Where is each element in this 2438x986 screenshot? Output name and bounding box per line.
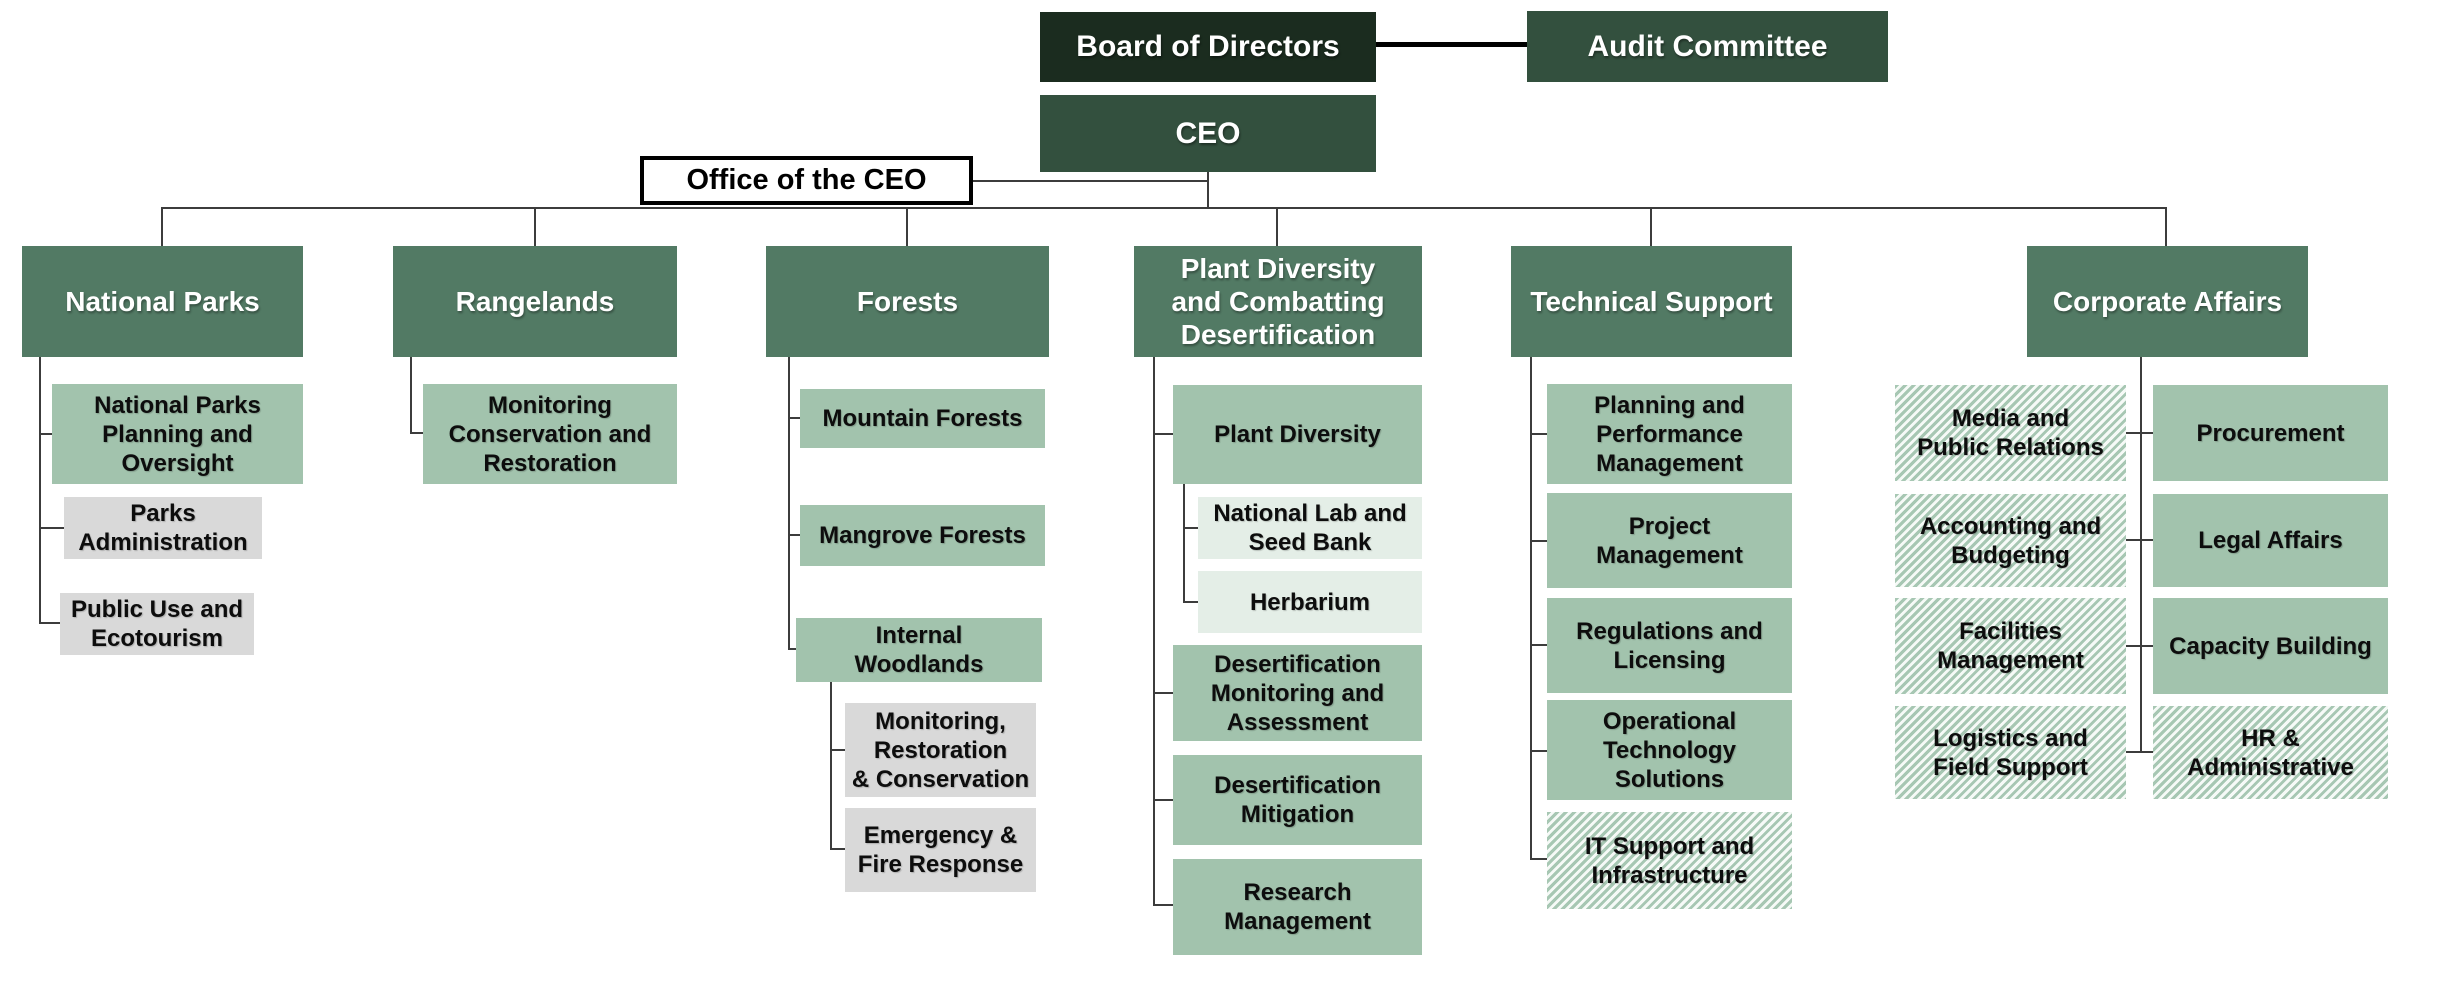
org-node-logistics-field-support: Logistics and Field Support bbox=[1895, 706, 2126, 799]
connector-pd-sub-vertical bbox=[1183, 484, 1185, 603]
org-node-parks-administration: Parks Administration bbox=[64, 497, 262, 559]
org-node-forests: Forests bbox=[766, 246, 1049, 357]
connector-fo-sub-tick-1 bbox=[830, 749, 845, 751]
connector-pd-sub-tick-1 bbox=[1183, 527, 1198, 529]
org-node-plant-diversity-dept: Plant Diversity and Combatting Desertifi… bbox=[1134, 246, 1422, 357]
connector-ca-tick-4 bbox=[2126, 751, 2153, 753]
org-node-research-management: Research Management bbox=[1173, 859, 1422, 955]
connector-fo-tick-1 bbox=[788, 417, 800, 419]
org-node-monitoring-conservation-restoration: Monitoring Conservation and Restoration bbox=[423, 384, 677, 484]
connector-ceo-drop bbox=[1207, 172, 1209, 208]
org-node-corporate-affairs: Corporate Affairs bbox=[2027, 246, 2308, 357]
org-node-desertification-mitigation: Desertification Mitigation bbox=[1173, 755, 1422, 845]
org-node-media-public-relations: Media and Public Relations bbox=[1895, 385, 2126, 481]
org-node-national-lab-seed-bank: National Lab and Seed Bank bbox=[1198, 497, 1422, 559]
connector-np-tick-2 bbox=[39, 527, 64, 529]
connector-ts-tick-1 bbox=[1530, 433, 1547, 435]
org-node-legal-affairs: Legal Affairs bbox=[2153, 494, 2388, 587]
connector-ts-tick-5 bbox=[1530, 858, 1547, 860]
connector-ca-tick-2 bbox=[2126, 539, 2153, 541]
org-node-hr-administrative: HR & Administrative bbox=[2153, 706, 2388, 799]
connector-np-tick-3 bbox=[39, 622, 60, 624]
connector-fo-sub-tick-2 bbox=[830, 848, 845, 850]
connector-board-audit bbox=[1376, 42, 1527, 47]
org-node-herbarium: Herbarium bbox=[1198, 571, 1422, 633]
connector-fo-tick-2 bbox=[788, 534, 800, 536]
org-node-desertification-monitoring-assessment: Desertification Monitoring and Assessmen… bbox=[1173, 645, 1422, 741]
org-node-accounting-budgeting: Accounting and Budgeting bbox=[1895, 494, 2126, 587]
connector-rl-tick-1 bbox=[410, 432, 423, 434]
connector-pd-sub-tick-2 bbox=[1183, 601, 1198, 603]
org-node-np-planning-oversight: National Parks Planning and Oversight bbox=[52, 384, 303, 484]
connector-fo-vertical bbox=[788, 357, 790, 650]
connector-pd-vertical bbox=[1153, 357, 1155, 906]
org-node-national-parks: National Parks bbox=[22, 246, 303, 357]
org-node-mangrove-forests: Mangrove Forests bbox=[800, 505, 1045, 566]
connector-main-rail bbox=[161, 207, 2167, 209]
connector-fo-tick-3 bbox=[788, 648, 796, 650]
connector-rl-vertical bbox=[410, 357, 412, 434]
connector-pd-tick-1 bbox=[1153, 433, 1173, 435]
org-node-rangelands: Rangelands bbox=[393, 246, 677, 357]
connector-drop-corporate-affairs bbox=[2165, 207, 2167, 246]
org-node-procurement: Procurement bbox=[2153, 385, 2388, 481]
org-node-ceo: CEO bbox=[1040, 95, 1376, 172]
connector-np-tick-1 bbox=[39, 433, 52, 435]
org-node-plant-diversity-unit: Plant Diversity bbox=[1173, 385, 1422, 484]
connector-ts-tick-4 bbox=[1530, 750, 1547, 752]
org-node-audit-committee: Audit Committee bbox=[1527, 11, 1888, 82]
org-node-internal-woodlands: Internal Woodlands bbox=[796, 618, 1042, 682]
org-node-emergency-fire-response: Emergency & Fire Response bbox=[845, 808, 1036, 892]
org-node-it-support-infrastructure: IT Support and Infrastructure bbox=[1547, 812, 1792, 909]
org-node-capacity-building: Capacity Building bbox=[2153, 598, 2388, 694]
connector-pd-tick-2 bbox=[1153, 692, 1173, 694]
connector-ts-tick-3 bbox=[1530, 644, 1547, 646]
connector-ca-tick-3 bbox=[2126, 645, 2153, 647]
org-node-office-of-the-ceo: Office of the CEO bbox=[640, 156, 973, 205]
connector-office-link bbox=[973, 180, 1209, 182]
connector-ts-vertical bbox=[1530, 357, 1532, 860]
connector-ca-tick-1 bbox=[2126, 432, 2153, 434]
org-node-monitoring-restoration-conservation: Monitoring, Restoration & Conservation bbox=[845, 703, 1036, 797]
org-node-planning-performance-management: Planning and Performance Management bbox=[1547, 384, 1792, 484]
connector-fo-sub-vertical bbox=[830, 682, 832, 850]
org-node-facilities-management: Facilities Management bbox=[1895, 598, 2126, 694]
connector-drop-national-parks bbox=[161, 207, 163, 246]
org-node-mountain-forests: Mountain Forests bbox=[800, 389, 1045, 448]
org-node-project-management: Project Management bbox=[1547, 493, 1792, 588]
connector-ca-trunk bbox=[2140, 357, 2142, 752]
connector-drop-plant-diversity bbox=[1276, 207, 1278, 246]
connector-ts-tick-2 bbox=[1530, 540, 1547, 542]
org-node-board-of-directors: Board of Directors bbox=[1040, 12, 1376, 82]
org-node-operational-technology-solutions: Operational Technology Solutions bbox=[1547, 700, 1792, 800]
connector-pd-tick-4 bbox=[1153, 904, 1173, 906]
connector-drop-forests bbox=[906, 207, 908, 246]
connector-np-vertical bbox=[39, 357, 41, 624]
connector-drop-rangelands bbox=[534, 207, 536, 246]
connector-pd-tick-3 bbox=[1153, 799, 1173, 801]
org-node-regulations-licensing: Regulations and Licensing bbox=[1547, 598, 1792, 693]
org-node-technical-support: Technical Support bbox=[1511, 246, 1792, 357]
connector-drop-technical-support bbox=[1650, 207, 1652, 246]
org-node-public-use-ecotourism: Public Use and Ecotourism bbox=[60, 593, 254, 655]
